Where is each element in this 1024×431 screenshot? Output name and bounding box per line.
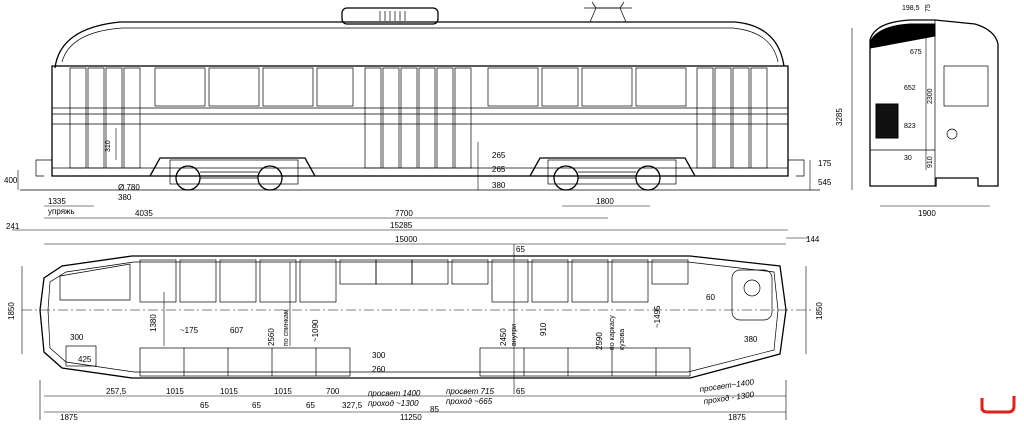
dim-380b: 380 <box>492 181 506 190</box>
red-corner-mark <box>980 396 1016 414</box>
dim-2450: 2450 <box>499 328 508 346</box>
end-view: 3285 198,5 75 675 652 2300 823 910 30 19… <box>835 4 999 218</box>
dim-15000: 15000 <box>395 235 418 244</box>
dim-75: 75 <box>925 4 932 12</box>
dim-144: 144 <box>806 235 820 244</box>
bogie-left <box>149 157 316 191</box>
dim-300-mid: 300 <box>372 351 386 360</box>
dim-11250: 11250 <box>400 413 422 422</box>
dim-257-5: 257,5 <box>106 387 127 396</box>
dim-65-top: 65 <box>516 245 525 254</box>
dim-2300: 2300 <box>927 88 934 104</box>
roof-ventilator <box>341 7 439 25</box>
dim-2590-text2: кузова <box>619 329 626 350</box>
dim-upor: упряжь <box>48 207 75 216</box>
bogie-right <box>529 157 696 191</box>
dim-1495: ~1495 <box>653 305 662 328</box>
dim-400: 400 <box>4 176 18 185</box>
dim-65-c: 65 <box>306 401 315 410</box>
dim-1900: 1900 <box>918 209 936 218</box>
pantograph <box>584 1 632 23</box>
dim-545: 545 <box>818 178 832 187</box>
dim-prosvet-715: просвет 715 <box>446 387 494 396</box>
dim-425: 425 <box>78 355 92 364</box>
dim-241: 241 <box>6 222 20 231</box>
dim-4035: 4035 <box>135 209 153 218</box>
dim-1850-right: 1850 <box>815 302 824 320</box>
dim-260: 260 <box>372 365 386 374</box>
dim-175: 175 <box>818 159 832 168</box>
dim-1015-a: 1015 <box>166 387 184 396</box>
car-body <box>51 65 789 177</box>
dim-910: 910 <box>927 156 934 168</box>
end-seat <box>875 103 899 139</box>
dim-2590: 2590 <box>595 332 604 350</box>
dim-175: ~175 <box>180 326 199 335</box>
dim-1850-left: 1850 <box>7 302 16 320</box>
dim-65-a: 65 <box>200 401 209 410</box>
dim-327-5: 327,5 <box>342 401 363 410</box>
dim-1875-left: 1875 <box>60 413 78 422</box>
dim-2560-text: по спинкам <box>283 309 290 346</box>
dim-2590-text: по каркасу <box>609 315 616 350</box>
dim-700: 700 <box>326 387 340 396</box>
dim-265b: 265 <box>492 165 506 174</box>
dim-1335: 1335 <box>48 197 66 206</box>
dim-3285: 3285 <box>835 108 844 126</box>
rear-platform <box>59 263 131 301</box>
dim-1015-c: 1015 <box>274 387 292 396</box>
seats-bottom <box>139 347 691 377</box>
roof-line <box>61 27 779 63</box>
dim-prohod-665: проход ~665 <box>446 397 493 406</box>
side-doors <box>69 67 768 169</box>
dim-198: 198,5 <box>902 5 920 12</box>
dim-1090: ~1090 <box>311 319 320 342</box>
end-profile <box>869 19 999 187</box>
dim-607: 607 <box>230 326 244 335</box>
dim-7700: 7700 <box>395 209 413 218</box>
side-view: 400 1335 упряжь 241 380 Ø 780 4035 7700 … <box>4 1 832 231</box>
dim-380: 380 <box>118 193 132 202</box>
dim-65-b: 65 <box>252 401 261 410</box>
dim-60: 60 <box>706 293 715 302</box>
driver-cab <box>731 269 773 321</box>
dim-675: 675 <box>910 49 922 56</box>
dim-652: 652 <box>904 85 916 92</box>
rear-seat <box>65 345 97 367</box>
coupler-right <box>788 159 805 177</box>
dim-1015-b: 1015 <box>220 387 238 396</box>
dim-300: 300 <box>70 333 84 342</box>
dim-85: 85 <box>430 405 439 414</box>
side-windows <box>154 67 687 107</box>
dim-1380: 1380 <box>149 314 158 332</box>
dim-15285: 15285 <box>390 221 413 230</box>
coupler-left <box>35 159 52 177</box>
dim-910: 910 <box>539 322 548 336</box>
dim-265a: 265 <box>492 151 506 160</box>
dim-380: 380 <box>744 335 758 344</box>
dim-780: Ø 780 <box>118 183 140 192</box>
dim-prosvet-1400: просвет 1400 <box>368 389 421 398</box>
dim-30: 30 <box>904 155 912 162</box>
dim-65-bottom: 65 <box>516 387 525 396</box>
dim-prohod-1300: проход ~1300 <box>368 399 419 408</box>
dim-310: 310 <box>105 140 112 152</box>
dim-823: 823 <box>904 123 916 130</box>
dim-2450-text: внутри <box>511 324 518 346</box>
seats-top <box>139 259 689 303</box>
dim-1800: 1800 <box>596 197 614 206</box>
plan-view: 15000 144 65 1850 1850 300 425 1380 ~175… <box>7 235 824 422</box>
dim-2560: 2560 <box>267 328 276 346</box>
roof-outline <box>54 21 785 69</box>
dim-1875-right: 1875 <box>728 413 746 422</box>
